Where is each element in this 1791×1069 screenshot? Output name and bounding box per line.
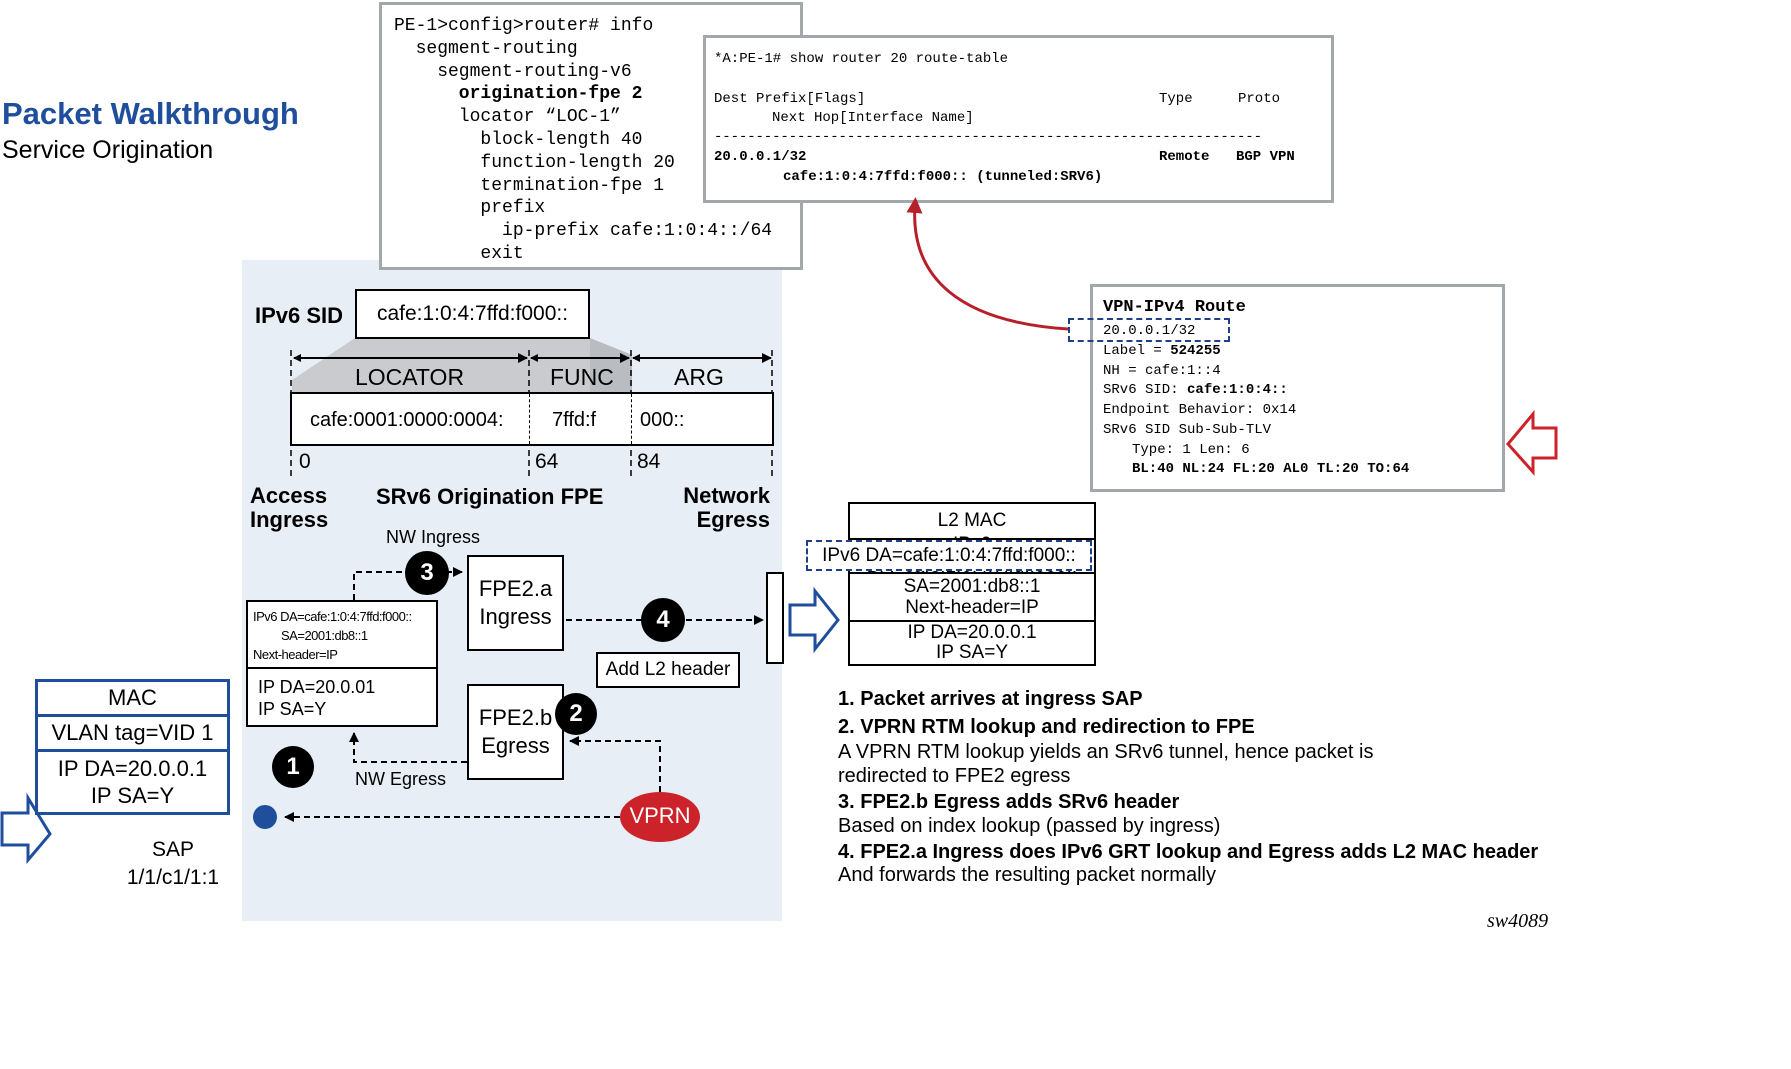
vpn-route-nh: NH = cafe:1::4 — [1103, 363, 1221, 379]
sap-packet-mac: MAC — [35, 679, 230, 717]
config-lines: PE-1>config>router# info segment-routing… — [394, 15, 772, 266]
ipv6-sid-value: cafe:1:0:4:7ffd:f000:: — [355, 289, 590, 339]
step-2-title: 2. VPRN RTM lookup and redirection to FP… — [838, 716, 1255, 738]
config-line: exit — [394, 243, 524, 264]
ipv6-sid-label: IPv6 SID — [255, 303, 344, 328]
arrow-left-outline-icon — [1506, 409, 1558, 476]
sap-packet-ip: IP DA=20.0.0.1 IP SA=Y — [35, 749, 230, 815]
srv6-packet-ipv6-header: IPv6 DA=cafe:1:0:4:7ffd:f000:: SA=2001:d… — [253, 609, 412, 662]
vprn-ellipse — [620, 792, 700, 842]
vpn-route-label: Label = 524255 — [1103, 343, 1221, 359]
step-3-desc: Based on index lookup (passed by ingress… — [838, 815, 1221, 837]
route-table-header-dest: Dest Prefix[Flags] — [714, 91, 866, 107]
arrow-right-outline-icon — [788, 586, 840, 654]
fpe2a-ingress-box: FPE2.a Ingress — [467, 555, 564, 651]
func-value: 7ffd:f — [552, 409, 597, 431]
route-table-command: *A:PE-1# show router 20 route-table — [714, 51, 1009, 67]
config-line: block-length 40 — [394, 129, 643, 150]
sap-packet-vlan: VLAN tag=VID 1 — [35, 714, 230, 752]
nw-egress-label: NW Egress — [355, 769, 447, 789]
srv6-packet-ip: IP DA=20.0.01 IP SA=Y — [258, 677, 376, 719]
route-table-header-type: Type — [1159, 91, 1193, 107]
ipv6-da-highlight: IPv6 DA=cafe:1:0:4:7ffd:f000:: — [806, 540, 1092, 571]
step-4-badge: 4 — [641, 598, 685, 642]
step-2-desc: A VPRN RTM lookup yields an SRv6 tunnel,… — [838, 741, 1374, 787]
route-table-separator: ----------------------------------------… — [714, 129, 1262, 145]
config-line: ip-prefix cafe:1:0:4::/64 — [394, 221, 773, 242]
config-line: prefix — [394, 198, 546, 219]
arg-label: ARG — [674, 364, 724, 390]
prefix-highlight — [1068, 318, 1230, 342]
step-4-desc: And forwards the resulting packet normal… — [838, 864, 1216, 886]
vpn-route-prefix: 20.0.0.1/32 — [1103, 323, 1196, 339]
config-line: PE-1>config>router# info — [394, 16, 654, 36]
stage-network-egress: Network Egress — [683, 483, 770, 532]
config-line: termination-fpe 1 — [394, 175, 665, 196]
out-packet-sa: SA=2001:db8::1 Next-header=IP — [848, 572, 1096, 622]
page-title: Packet Walkthrough — [2, 96, 299, 131]
tick-0: 0 — [299, 450, 311, 473]
sap-dot — [253, 805, 277, 829]
stage-origination: SRv6 Origination FPE — [376, 484, 604, 509]
config-line: segment-routing-v6 — [394, 61, 632, 82]
route-proto: BGP VPN — [1236, 149, 1295, 165]
vpn-route-title: VPN-IPv4 Route — [1103, 298, 1246, 317]
vpn-route-structure: BL:40 NL:24 FL:20 AL0 TL:20 TO:64 — [1132, 461, 1410, 477]
stage-access-ingress: Access Ingress — [250, 483, 329, 532]
srv6-packet-box: IPv6 DA=cafe:1:0:4:7ffd:f000:: SA=2001:d… — [246, 600, 438, 727]
add-l2-header-box: Add L2 header — [596, 652, 740, 688]
step-1-badge: 1 — [272, 746, 314, 788]
arrow-right-outline-icon — [0, 792, 52, 865]
tick-84: 84 — [637, 450, 661, 473]
step-3-badge: 3 — [405, 551, 449, 595]
sid-zoom-trapezoid — [292, 338, 632, 392]
route-table-header-nexthop: Next Hop[Interface Name] — [772, 110, 974, 126]
vpn-route-subtlv: SRv6 SID Sub-Sub-TLV — [1103, 422, 1272, 438]
out-packet-ip: IP DA=20.0.0.1 IP SA=Y — [848, 620, 1096, 666]
func-label: FUNC — [550, 364, 614, 390]
config-line: function-length 20 — [394, 152, 675, 173]
route-table-header-proto: Proto — [1238, 91, 1281, 107]
vprn-label: VPRN — [629, 803, 691, 828]
sap-label: SAP 1/1/c1/1:1 — [126, 838, 220, 889]
fpe2b-egress-box: FPE2.b Egress — [467, 684, 564, 780]
route-nexthop: cafe:1:0:4:7ffd:f000:: (tunneled:SRV6) — [783, 169, 1103, 185]
red-curve-arrow — [906, 197, 1069, 331]
port-bar — [766, 572, 784, 664]
route-prefix: 20.0.0.1/32 — [714, 149, 807, 165]
config-line: locator “LOC-1” — [394, 107, 621, 128]
vpn-route-type-len: Type: 1 Len: 6 — [1132, 442, 1250, 458]
sid-structure-box: cafe:0001:0000:0004: 7ffd:f 000:: — [290, 392, 774, 446]
tick-64: 64 — [535, 450, 559, 473]
out-packet-l2mac: L2 MAC — [848, 502, 1096, 540]
config-line: segment-routing — [394, 38, 578, 59]
nw-ingress-label: NW Ingress — [386, 527, 481, 547]
route-table-box: *A:PE-1# show router 20 route-table Dest… — [703, 35, 1334, 203]
route-type: Remote — [1159, 149, 1210, 165]
config-line: origination-fpe 2 — [394, 84, 643, 105]
step-1-title: 1. Packet arrives at ingress SAP — [838, 688, 1143, 710]
step-2-badge: 2 — [555, 693, 597, 735]
vpn-route-endpoint: Endpoint Behavior: 0x14 — [1103, 402, 1297, 418]
locator-value: cafe:0001:0000:0004: — [310, 409, 504, 431]
vpn-route-sid: SRv6 SID: cafe:1:0:4:: — [1103, 382, 1288, 398]
page-subtitle: Service Origination — [2, 136, 214, 164]
step-4-title: 4. FPE2.a Ingress does IPv6 GRT lookup a… — [838, 841, 1539, 863]
arg-value: 000:: — [640, 409, 685, 431]
step-3-title: 3. FPE2.b Egress adds SRv6 header — [838, 791, 1180, 813]
locator-label: LOCATOR — [355, 364, 465, 390]
figure-id: sw4089 — [1487, 910, 1549, 932]
